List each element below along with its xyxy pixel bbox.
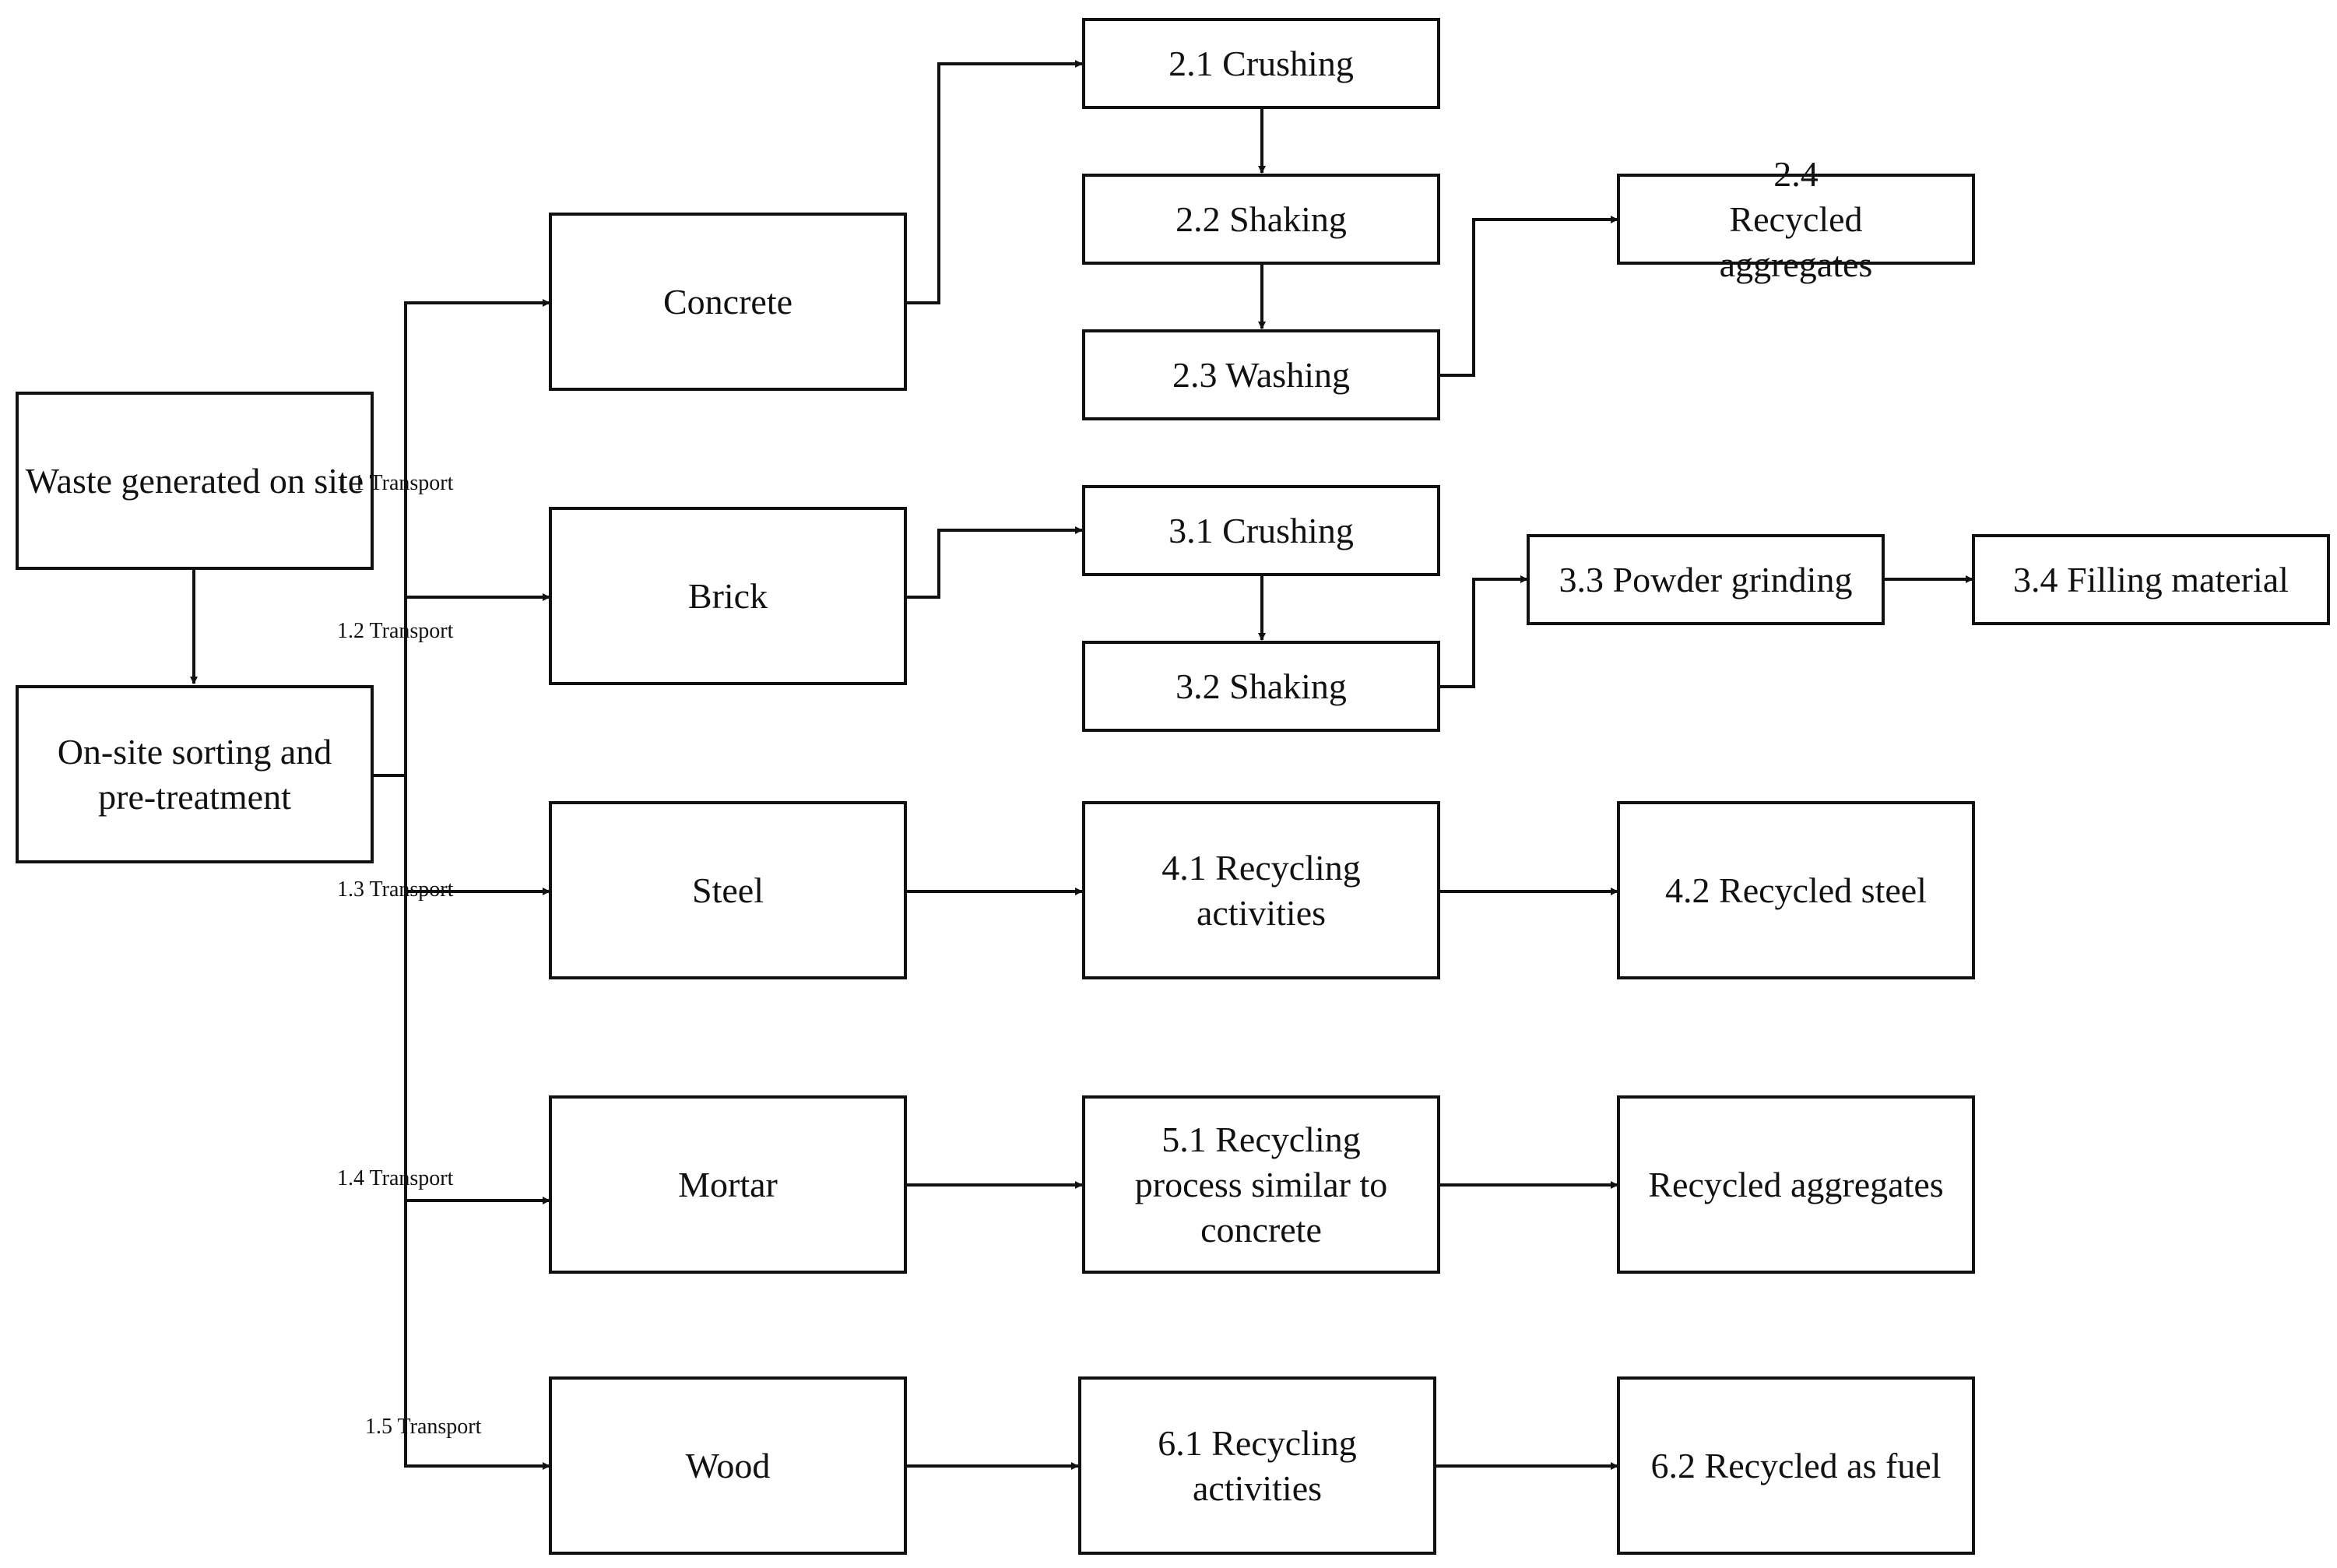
node-mortar: Mortar — [549, 1095, 907, 1274]
node-filling-material: 3.4 Filling material — [1972, 534, 2330, 625]
arrow-concrete-to-crushing — [906, 60, 1083, 304]
node-brick-crushing: 3.1 Crushing — [1082, 485, 1440, 576]
node-recycled-aggregates-concrete: 2.4 Recycled aggregates — [1617, 154, 1975, 284]
node-recycled-steel: 4.2 Recycled steel — [1617, 801, 1975, 979]
label-transport-1-2: 1.2 Transport — [337, 619, 454, 643]
node-brick-shaking: 3.2 Shaking — [1082, 641, 1440, 732]
arrow-c-washing-to-aggregates — [1440, 216, 1618, 377]
node-concrete-crushing: 2.1 Crushing — [1082, 18, 1440, 109]
node-onsite-sorting: On-site sorting and pre-treatment — [16, 685, 374, 863]
node-mortar-recycling: 5.1 Recycling process similar to concret… — [1082, 1095, 1440, 1274]
node-concrete: Concrete — [549, 213, 907, 391]
arrow-b-shaking-to-grinding — [1440, 575, 1528, 688]
arrow-brick-to-crushing — [906, 526, 1083, 599]
node-recycled-as-fuel: 6.2 Recycled as fuel — [1617, 1376, 1975, 1555]
label-transport-1-1: 1.1 Transport — [337, 471, 454, 495]
node-concrete-washing: 2.3 Washing — [1082, 329, 1440, 420]
node-brick: Brick — [549, 507, 907, 685]
node-waste-generated: Waste generated on site — [16, 392, 374, 570]
node-steel-recycling: 4.1 Recycling activities — [1082, 801, 1440, 979]
label-transport-1-3: 1.3 Transport — [337, 877, 454, 902]
node-wood: Wood — [549, 1376, 907, 1555]
label-transport-1-5: 1.5 Transport — [365, 1415, 482, 1439]
node-recycled-aggregates-mortar: Recycled aggregates — [1617, 1095, 1975, 1274]
label-transport-1-4: 1.4 Transport — [337, 1166, 454, 1190]
node-powder-grinding: 3.3 Powder grinding — [1527, 534, 1885, 625]
node-steel: Steel — [549, 801, 907, 979]
node-concrete-shaking: 2.2 Shaking — [1082, 174, 1440, 265]
node-wood-recycling: 6.1 Recycling activities — [1078, 1376, 1436, 1555]
